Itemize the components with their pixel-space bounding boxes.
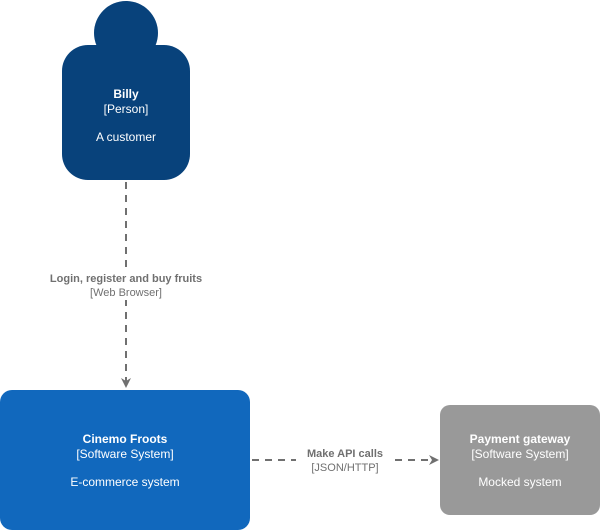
system-name: Cinemo Froots (82, 432, 168, 446)
person-body (62, 45, 190, 180)
edge-label-billy-to-froots: Login, register and buy fruits [Web Brow… (40, 272, 212, 300)
system-cinemo-froots[interactable] (0, 390, 250, 530)
system-cinemo-froots-text: Cinemo Froots [Software System] E-commer… (0, 432, 250, 490)
system-kind: [Software System] (471, 447, 569, 461)
person-billy[interactable] (62, 1, 190, 180)
edge-label-text: Login, register and buy fruits (49, 273, 203, 285)
edge-label-text: Make API calls (306, 448, 384, 460)
system-payment-gateway[interactable] (440, 405, 600, 515)
system-description: E-commerce system (70, 475, 180, 489)
edge-label-froots-to-gateway: Make API calls [JSON/HTTP] (296, 447, 394, 475)
person-name: Billy (113, 87, 139, 101)
person-billy-text: Billy [Person] A customer (62, 87, 190, 145)
edge-technology-text: [JSON/HTTP] (311, 462, 379, 474)
person-description: A customer (95, 130, 157, 144)
system-name: Payment gateway (469, 432, 571, 446)
person-kind: [Person] (103, 102, 149, 116)
edge-technology-text: [Web Browser] (90, 287, 162, 299)
system-description: Mocked system (478, 475, 562, 489)
system-kind: [Software System] (76, 447, 174, 461)
system-payment-gateway-text: Payment gateway [Software System] Mocked… (440, 432, 600, 490)
